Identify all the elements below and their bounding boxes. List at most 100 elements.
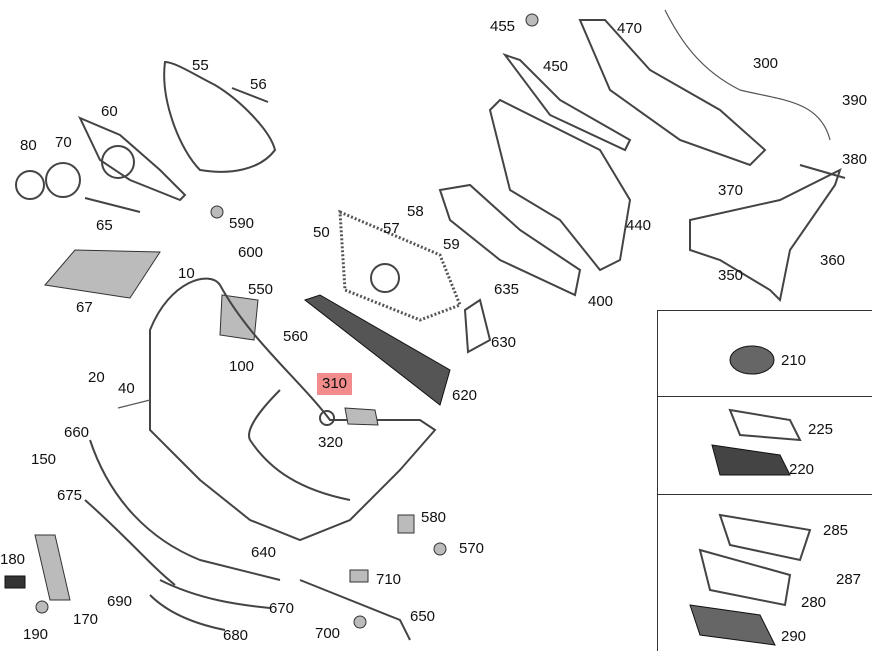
label-370[interactable]: 370: [718, 182, 744, 199]
part-440-carrier[interactable]: [488, 98, 632, 272]
label-10[interactable]: 10: [178, 265, 195, 282]
label-700[interactable]: 700: [315, 625, 341, 642]
label-280[interactable]: 280: [801, 594, 827, 611]
label-56[interactable]: 56: [250, 76, 267, 93]
part-310-parking-sensor[interactable]: [344, 407, 379, 426]
label-400[interactable]: 400: [588, 293, 614, 310]
label-225[interactable]: 225: [808, 421, 834, 438]
part-300-wiring-harness[interactable]: [664, 9, 831, 141]
label-190[interactable]: 190: [23, 626, 49, 643]
label-570[interactable]: 570: [459, 540, 485, 557]
part-65-trim[interactable]: [84, 197, 141, 213]
part-55-grille-frame[interactable]: [163, 60, 277, 173]
label-40[interactable]: 40: [118, 380, 135, 397]
label-670[interactable]: 670: [269, 600, 295, 617]
part-400-bracket[interactable]: [438, 183, 582, 297]
part-350-bracket[interactable]: [689, 168, 842, 303]
part-56-trim[interactable]: [231, 87, 269, 103]
part-650-strip[interactable]: [299, 579, 411, 641]
label-65[interactable]: 65: [96, 217, 113, 234]
label-450[interactable]: 450: [543, 58, 569, 75]
label-455[interactable]: 455: [490, 18, 516, 35]
part-620-lower-grille[interactable]: [303, 294, 451, 406]
label-67[interactable]: 67: [76, 299, 93, 316]
label-50[interactable]: 50: [313, 224, 330, 241]
label-440[interactable]: 440: [626, 217, 652, 234]
part-290-grille[interactable]: [689, 604, 776, 646]
part-690-strip[interactable]: [84, 499, 176, 586]
label-560[interactable]: 560: [283, 328, 309, 345]
part-380-strip[interactable]: [799, 164, 846, 179]
label-580[interactable]: 580: [421, 509, 447, 526]
part-450-strip[interactable]: [502, 53, 632, 152]
label-390[interactable]: 390: [842, 92, 868, 109]
part-570-screw[interactable]: [433, 542, 447, 556]
part-640-strip[interactable]: [89, 439, 281, 581]
label-60[interactable]: 60: [101, 103, 118, 120]
label-290[interactable]: 290: [781, 628, 807, 645]
part-455-screw[interactable]: [525, 13, 539, 27]
label-57[interactable]: 57: [383, 220, 400, 237]
label-59[interactable]: 59: [443, 236, 460, 253]
part-700-screw[interactable]: [353, 615, 367, 629]
label-287[interactable]: 287: [836, 571, 862, 588]
pointer-40: [117, 399, 151, 409]
label-300[interactable]: 300: [753, 55, 779, 72]
label-470[interactable]: 470: [617, 20, 643, 37]
part-280-bracket[interactable]: [698, 548, 792, 607]
label-100[interactable]: 100: [229, 358, 255, 375]
label-635[interactable]: 635: [494, 281, 520, 298]
label-675[interactable]: 675: [57, 487, 83, 504]
label-20[interactable]: 20: [88, 369, 105, 386]
label-550[interactable]: 550: [248, 281, 274, 298]
part-320-ring[interactable]: [319, 410, 335, 426]
part-710-clip[interactable]: [349, 569, 369, 583]
part-60-grille[interactable]: [77, 116, 187, 202]
part-590-screw[interactable]: [210, 205, 224, 219]
label-660[interactable]: 660: [64, 424, 90, 441]
part-680-strip[interactable]: [149, 594, 226, 631]
label-380[interactable]: 380: [842, 151, 868, 168]
label-170[interactable]: 170: [73, 611, 99, 628]
label-690[interactable]: 690: [107, 593, 133, 610]
label-600[interactable]: 600: [238, 244, 264, 261]
label-650[interactable]: 650: [410, 608, 436, 625]
label-70[interactable]: 70: [55, 134, 72, 151]
label-180[interactable]: 180: [0, 551, 26, 568]
part-67-badge[interactable]: [44, 249, 161, 299]
part-180-clip[interactable]: [4, 575, 26, 589]
label-620[interactable]: 620: [452, 387, 478, 404]
label-150[interactable]: 150: [31, 451, 57, 468]
part-670-strip[interactable]: [159, 579, 271, 609]
label-285[interactable]: 285: [823, 522, 849, 539]
part-580-clip[interactable]: [397, 514, 415, 534]
label-210[interactable]: 210: [781, 352, 807, 369]
part-225-frame[interactable]: [728, 408, 802, 442]
part-220-grille[interactable]: [711, 444, 791, 476]
label-310-highlighted[interactable]: 310: [317, 373, 353, 395]
part-170-bracket[interactable]: [34, 534, 71, 601]
part-50-grille-mesh[interactable]: [338, 209, 462, 322]
label-360[interactable]: 360: [820, 252, 846, 269]
part-470-crossmember[interactable]: [578, 19, 767, 167]
label-630[interactable]: 630: [491, 334, 517, 351]
label-58[interactable]: 58: [407, 203, 424, 220]
part-285-bracket[interactable]: [718, 513, 812, 562]
part-80-star-emblem[interactable]: [15, 170, 45, 200]
part-190-screw[interactable]: [35, 600, 49, 614]
label-55[interactable]: 55: [192, 57, 209, 74]
label-350[interactable]: 350: [718, 267, 744, 284]
label-640[interactable]: 640: [251, 544, 277, 561]
part-630-bracket[interactable]: [463, 298, 492, 354]
label-320[interactable]: 320: [318, 434, 344, 451]
label-710[interactable]: 710: [376, 571, 402, 588]
label-590[interactable]: 590: [229, 215, 255, 232]
label-220[interactable]: 220: [789, 461, 815, 478]
label-80[interactable]: 80: [20, 137, 37, 154]
part-10-bumper-cover[interactable]: [149, 277, 437, 542]
label-680[interactable]: 680: [223, 627, 249, 644]
part-70-star-emblem[interactable]: [45, 162, 81, 198]
part-210-cover[interactable]: [729, 345, 775, 375]
